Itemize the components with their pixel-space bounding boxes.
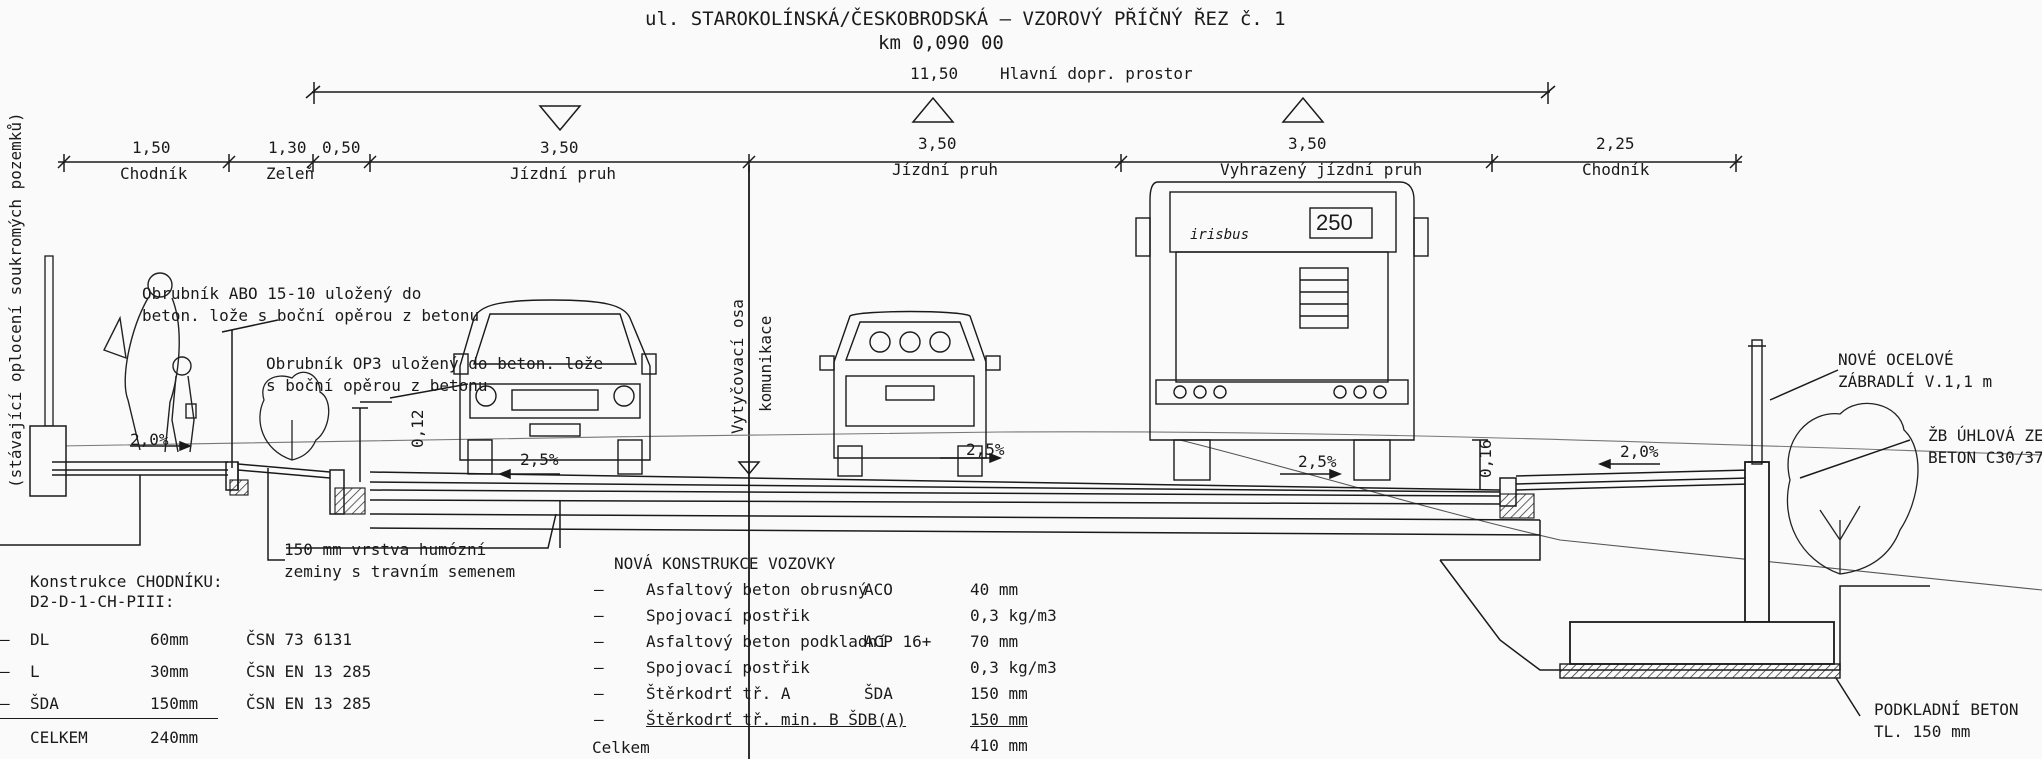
segment-label: Vyhrazený jízdní pruh (1220, 160, 1423, 179)
road-row-dash: – (594, 684, 604, 703)
road-row-layer: Štěrkodrť tř. A (646, 684, 791, 703)
road-row-amount: 40 mm (970, 580, 1019, 599)
curb1-note: beton. lože s boční opěrou z betonu (142, 306, 480, 325)
height-dim: 0,16 (1476, 439, 1495, 478)
sidewalk-total-label: CELKEM (30, 728, 88, 747)
railing-note: ZÁBRADLÍ V.1,1 m (1838, 372, 1993, 391)
axis-label-line2: komunikace (756, 315, 775, 412)
topsoil-note: 150 mm vrstva humózní (284, 540, 487, 559)
road-row-layer: Spojovací postřik (646, 658, 810, 677)
left-vertical-label: (stávající oplocení soukromých pozemků) (6, 112, 25, 488)
fence-post (44, 255, 54, 427)
segment-value: 2,25 (1596, 134, 1635, 153)
road-row-dash: – (594, 632, 604, 651)
road-row-layer: Asfaltový beton obrusný (646, 580, 868, 599)
segment-label: Chodník (120, 164, 188, 183)
wall-note: ŽB ÚHLOVÁ ZEĎ (1928, 426, 2042, 445)
sidewalk-title: Konstrukce CHODNÍKU: (30, 572, 223, 591)
sidewalk-row-dash: – (0, 694, 10, 713)
bus-brand: irisbus (1190, 227, 1250, 243)
road-row-layer: Štěrkodrť tř. min. B ŠDB(A) (646, 710, 907, 729)
slope-label: 2,5% (520, 450, 559, 469)
direction-triangle-up (1281, 96, 1325, 123)
sidewalk-total-rule (0, 718, 218, 719)
base-note: TL. 150 mm (1874, 722, 1971, 741)
bus-number: 250 (1316, 210, 1353, 235)
road-row-code: ACP 16+ (864, 632, 932, 651)
road-row-amount: 150 mm (970, 684, 1028, 703)
segment-value: 1,30 (268, 138, 307, 157)
road-row-dash: – (594, 710, 604, 729)
segment-value: 3,50 (1288, 134, 1327, 153)
sidewalk-row-layer: DL (30, 630, 50, 649)
sidewalk-total-value: 240mm (150, 728, 199, 747)
segment-label: Chodník (1582, 160, 1650, 179)
sidewalk-row-dash: – (0, 630, 10, 649)
railing (1751, 339, 1763, 465)
pedestrian-figures (103, 272, 197, 453)
road-row-layer: Spojovací postřik (646, 606, 810, 625)
road-row-layer: Asfaltový beton podkladní (646, 632, 887, 651)
road-row-amount: 150 mm (970, 710, 1028, 729)
road-row-amount: 70 mm (970, 632, 1019, 651)
segment-label: Jízdní pruh (510, 164, 616, 183)
curb1-note: Obrubník ABO 15-10 uložený do (142, 284, 422, 303)
road-row-code: ŠDA (864, 684, 893, 703)
sidewalk-row-thickness: 150mm (150, 694, 199, 713)
segment-label: Zeleň (266, 164, 315, 183)
road-total-value: 410 mm (970, 736, 1028, 755)
sidewalk-row-thickness: 30mm (150, 662, 189, 681)
road-title: NOVÁ KONSTRUKCE VOZOVKY (614, 554, 836, 573)
railing-note: NOVÉ OCELOVÉ (1838, 350, 1954, 369)
segment-value: 0,50 (322, 138, 361, 157)
direction-triangle-up (911, 96, 955, 123)
bus (1135, 181, 1429, 481)
slope-label: 2,0% (130, 430, 169, 449)
main-dim-value: 11,50 (910, 64, 959, 83)
slope-label: 2,5% (966, 440, 1005, 459)
slope-label: 2,0% (1620, 442, 1659, 461)
road-row-code: ACO (864, 580, 893, 599)
road-row-dash: – (594, 658, 604, 677)
segment-label: Jízdní pruh (892, 160, 998, 179)
car-suv (453, 299, 657, 475)
slope-label: 2,5% (1298, 452, 1337, 471)
road-surface (369, 471, 1501, 491)
segment-value: 3,50 (540, 138, 579, 157)
sidewalk-subtitle: D2-D-1-CH-PIII: (30, 592, 175, 611)
road-row-dash: – (594, 606, 604, 625)
retaining-wall (1744, 461, 1770, 623)
direction-triangle-down (538, 105, 582, 132)
main-dim-label: Hlavní dopr. prostor (1000, 64, 1193, 83)
road-row-amount: 0,3 kg/m3 (970, 606, 1057, 625)
wall-note: BETON C30/37 (1928, 448, 2042, 467)
road-total-label: Celkem (592, 738, 650, 757)
drawing-title: ul. STAROKOLÍNSKÁ/ČESKOBRODSKÁ – VZOROVÝ… (645, 8, 1286, 30)
topsoil-note: zeminy s travním semenem (284, 562, 516, 581)
car-hatchback (819, 310, 1001, 477)
axis-label-line1: Vytyčovací osa (728, 299, 747, 434)
curb2-note: s boční opěrou z betonu (266, 376, 488, 395)
shrub-icon (1786, 402, 1919, 575)
sidewalk-row-dash: – (0, 662, 10, 681)
drawing-km: km 0,090 00 (878, 32, 1004, 54)
sidewalk-row-standard: ČSN EN 13 285 (246, 694, 372, 713)
segment-value: 3,50 (918, 134, 957, 153)
sidewalk-row-standard: ČSN 73 6131 (246, 630, 352, 649)
sidewalk-row-layer: L (30, 662, 40, 681)
height-dim: 0,12 (408, 409, 427, 448)
road-row-amount: 0,3 kg/m3 (970, 658, 1057, 677)
sidewalk-row-layer: ŠDA (30, 694, 59, 713)
shrub-icon (259, 371, 330, 461)
segment-value: 1,50 (132, 138, 171, 157)
curb2-note: Obrubník OP3 uložený do beton. lože (266, 354, 604, 373)
sidewalk-row-thickness: 60mm (150, 630, 189, 649)
base-note: PODKLADNÍ BETON (1874, 700, 2019, 719)
sidewalk-row-standard: ČSN EN 13 285 (246, 662, 372, 681)
road-row-dash: – (594, 580, 604, 599)
